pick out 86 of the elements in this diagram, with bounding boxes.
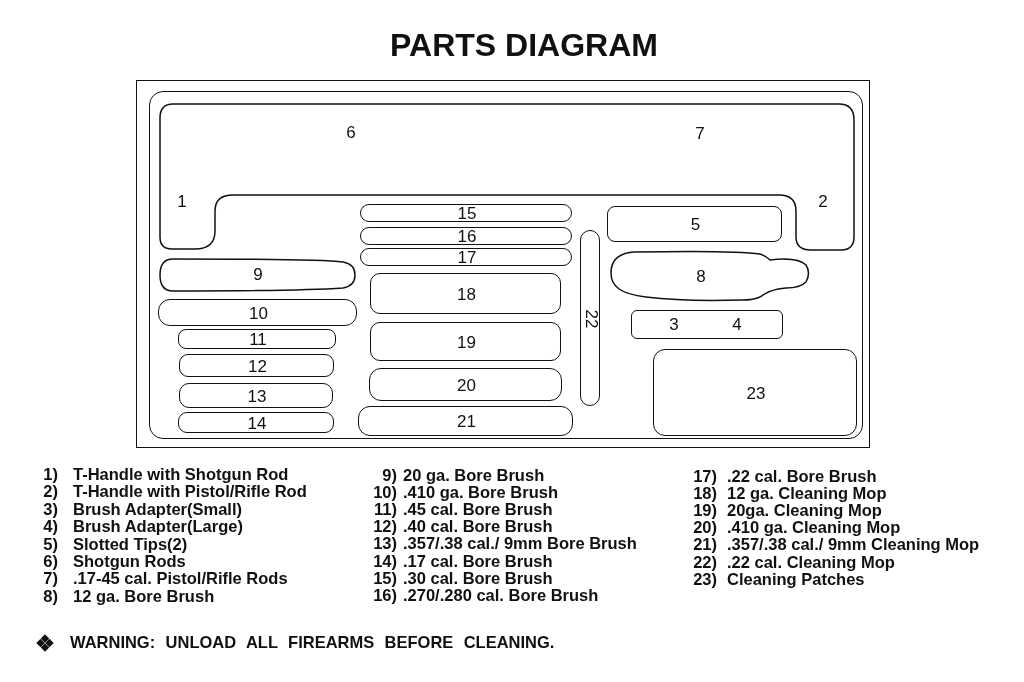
part-number: 10) xyxy=(373,484,397,501)
part-name: 20ga. Cleaning Mop xyxy=(727,502,882,519)
diagram-title: PARTS DIAGRAM xyxy=(390,27,658,63)
part-name: 12 ga. Cleaning Mop xyxy=(727,485,887,502)
callout-number: 22 xyxy=(582,309,600,329)
part-name: .40 cal. Bore Brush xyxy=(403,518,553,535)
part-name: .45 cal. Bore Brush xyxy=(403,501,553,518)
callout-number: 2 xyxy=(818,193,828,211)
part-number: 19) xyxy=(693,502,717,519)
callout-number: 13 xyxy=(247,387,267,406)
part-name: Brush Adapter(Large) xyxy=(73,518,243,535)
callout-number: 9 xyxy=(253,266,263,284)
part-name: 20 ga. Bore Brush xyxy=(403,467,545,483)
tray-slot xyxy=(653,349,857,436)
part-name: Slotted Tips(2) xyxy=(73,535,188,552)
callout-number: 3 xyxy=(669,316,679,334)
part-name: .22 cal. Bore Brush xyxy=(727,468,877,484)
tray-slot xyxy=(610,251,810,301)
part-name: .17-45 cal. Pistol/Rifle Rods xyxy=(73,570,288,587)
part-name: T-Handle with Pistol/Rifle Rod xyxy=(73,483,307,500)
part-number: 8) xyxy=(43,587,58,604)
callout-number: 8 xyxy=(696,268,706,286)
part-number: 7) xyxy=(43,570,58,587)
callout-number: 19 xyxy=(457,333,476,352)
callout-number: 5 xyxy=(690,216,701,234)
tray-slot xyxy=(178,329,336,349)
part-name: .410 ga. Cleaning Mop xyxy=(727,519,901,536)
part-number: 20) xyxy=(693,519,717,536)
part-name: T-Handle with Shotgun Rod xyxy=(73,466,289,482)
part-number: 4) xyxy=(43,518,58,535)
part-number: 2) xyxy=(43,483,58,500)
callout-number: 11 xyxy=(249,331,267,349)
part-name: Shotgun Rods xyxy=(73,553,186,569)
part-name: Brush Adapter(Small) xyxy=(73,500,242,517)
part-name: .410 ga. Bore Brush xyxy=(403,484,558,501)
part-name: .22 cal. Cleaning Mop xyxy=(727,553,895,570)
tray-slot xyxy=(159,258,356,292)
part-number: 23) xyxy=(693,570,717,587)
tray-slot xyxy=(607,206,782,242)
callout-number: 7 xyxy=(695,125,705,143)
callout-number: 1 xyxy=(177,193,187,211)
tray-slot xyxy=(158,299,357,326)
callout-number: 14 xyxy=(247,414,267,433)
part-name: 12 ga. Bore Brush xyxy=(73,587,215,604)
part-number: 1) xyxy=(43,466,58,482)
warning-text: WARNING: UNLOAD ALL FIREARMS BEFORE CLEANING. xyxy=(70,633,555,653)
tray-slot xyxy=(370,273,561,314)
callout-number: 17 xyxy=(457,249,477,267)
callout-number: 18 xyxy=(457,285,476,304)
part-number: 9) xyxy=(382,467,397,483)
callout-number: 21 xyxy=(457,413,476,431)
tray-slot xyxy=(178,412,334,433)
tray-slot xyxy=(179,383,333,408)
part-number: 3) xyxy=(43,500,58,517)
callout-number: 12 xyxy=(248,357,267,376)
part-number: 6) xyxy=(43,553,58,569)
part-number: 21) xyxy=(693,536,717,553)
callout-number: 16 xyxy=(457,228,477,246)
part-number: 15) xyxy=(373,569,397,586)
callout-number: 23 xyxy=(746,384,766,403)
callout-number: 4 xyxy=(732,316,742,334)
part-number: 11) xyxy=(374,501,397,518)
part-number: 12) xyxy=(373,518,397,535)
part-number: 14) xyxy=(373,552,397,569)
callout-number: 15 xyxy=(457,205,477,223)
part-number: 22) xyxy=(693,553,717,570)
part-number: 13) xyxy=(373,535,397,552)
tray-slot xyxy=(159,103,855,251)
callout-number: 20 xyxy=(457,376,476,395)
tray-slot xyxy=(369,368,562,401)
part-number: 5) xyxy=(43,535,58,552)
tray-slot xyxy=(179,354,334,377)
tray-slot xyxy=(358,406,573,436)
callout-number: 10 xyxy=(249,304,268,323)
part-name: .30 cal. Bore Brush xyxy=(403,569,553,586)
tray-slot xyxy=(370,322,561,361)
part-number: 18) xyxy=(693,485,717,502)
part-number: 17) xyxy=(693,468,717,484)
part-name: .357/.38 cal./ 9mm Cleaning Mop xyxy=(727,536,980,553)
part-name: Cleaning Patches xyxy=(727,570,865,587)
part-name: .270/.280 cal. Bore Brush xyxy=(403,586,599,603)
part-name: .17 cal. Bore Brush xyxy=(403,552,553,569)
part-number: 16) xyxy=(373,586,397,603)
part-name: .357/.38 cal./ 9mm Bore Brush xyxy=(403,535,637,552)
callout-number: 6 xyxy=(346,124,356,142)
tray-slot xyxy=(631,310,783,339)
